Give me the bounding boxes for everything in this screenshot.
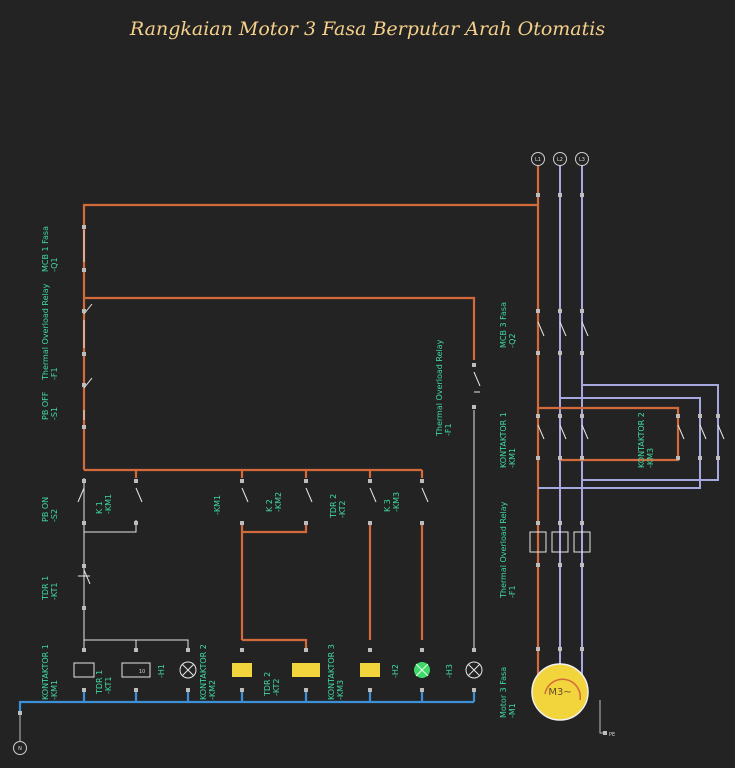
- lamp-h2-icon: [414, 662, 430, 678]
- label-tor-right: Thermal Overload Relay-F1: [435, 339, 453, 437]
- contact-symbols: [77, 230, 725, 585]
- label-tor-power: Thermal Overload Relay-F1: [499, 501, 517, 599]
- label-k2-aux: K 2-KM2: [265, 492, 283, 512]
- control-supply-wire: [82, 203, 538, 648]
- label-pb-off: PB OFF-S1: [41, 391, 59, 420]
- label-tdr2-contact: TDR 2-KT2: [329, 494, 347, 519]
- label-mcb1: MCB 1 Fasa-Q1: [41, 226, 59, 272]
- neutral-wire: [18, 690, 476, 742]
- label-coil-tdr1: TDR 1-KT1: [95, 670, 113, 695]
- coil-tdr1: 10: [121, 662, 151, 678]
- label-coil-k1: KONTAKTOR 1-KM1: [41, 644, 59, 700]
- label-coil-tdr2: TDR 2-KT2: [263, 672, 281, 697]
- motor-symbol: M3~: [548, 687, 571, 698]
- label-lamp-h2: -H2: [391, 664, 400, 678]
- label-coil-k3: KONTAKTOR 3-KM3: [327, 644, 345, 700]
- phase-wires: [536, 165, 719, 734]
- label-tor-ctrl: Thermal Overload Relay-F1: [41, 283, 59, 381]
- lamp-h1-icon: [179, 661, 197, 679]
- coil-tdr2: [292, 663, 320, 677]
- label-motor: Motor 3 Fasa-M1: [499, 667, 517, 718]
- label-tdr1-contact: TDR 1-KT1: [41, 576, 59, 601]
- coil-k3: [360, 663, 380, 677]
- label-kont1-power: KONTAKTOR 1-KM1: [499, 412, 517, 468]
- coil-k2: [232, 663, 252, 677]
- control-branch-wires: [83, 410, 475, 648]
- lamp-h3-icon: [465, 661, 483, 679]
- neutral-label: N: [18, 746, 22, 752]
- label-km1-nc: -KM1: [213, 495, 222, 515]
- phase-label-l2: L2: [557, 157, 563, 163]
- pe-label: PE: [609, 732, 615, 738]
- phase-terminals: L1 L2 L3 N PE: [13, 152, 615, 755]
- label-k1-aux: K 1-KM1: [95, 494, 113, 514]
- motor-icon: M3~: [531, 663, 589, 721]
- timer-value: 10: [139, 669, 145, 675]
- page-title: Rangkaian Motor 3 Fasa Berputar Arah Oto…: [129, 18, 606, 40]
- label-k3-aux: K 3-KM3: [383, 492, 401, 512]
- label-kont2-power: KONTAKTOR 2-KM3: [637, 412, 655, 468]
- component-labels: MCB 1 Fasa-Q1 Thermal Overload Relay-F1 …: [41, 226, 655, 718]
- label-lamp-h3: -H3: [445, 664, 454, 678]
- label-mcb3: MCB 3 Fasa-Q2: [499, 302, 517, 348]
- label-pb-on: PB ON-S2: [41, 497, 59, 522]
- phase-label-l3: L3: [579, 157, 585, 163]
- phase-label-l1: L1: [535, 157, 541, 163]
- coil-k1: [73, 662, 95, 678]
- label-lamp-h1: -H1: [157, 664, 166, 678]
- terminal-dots: [18, 193, 720, 735]
- label-coil-k2: KONTAKTOR 2-KM2: [199, 644, 217, 700]
